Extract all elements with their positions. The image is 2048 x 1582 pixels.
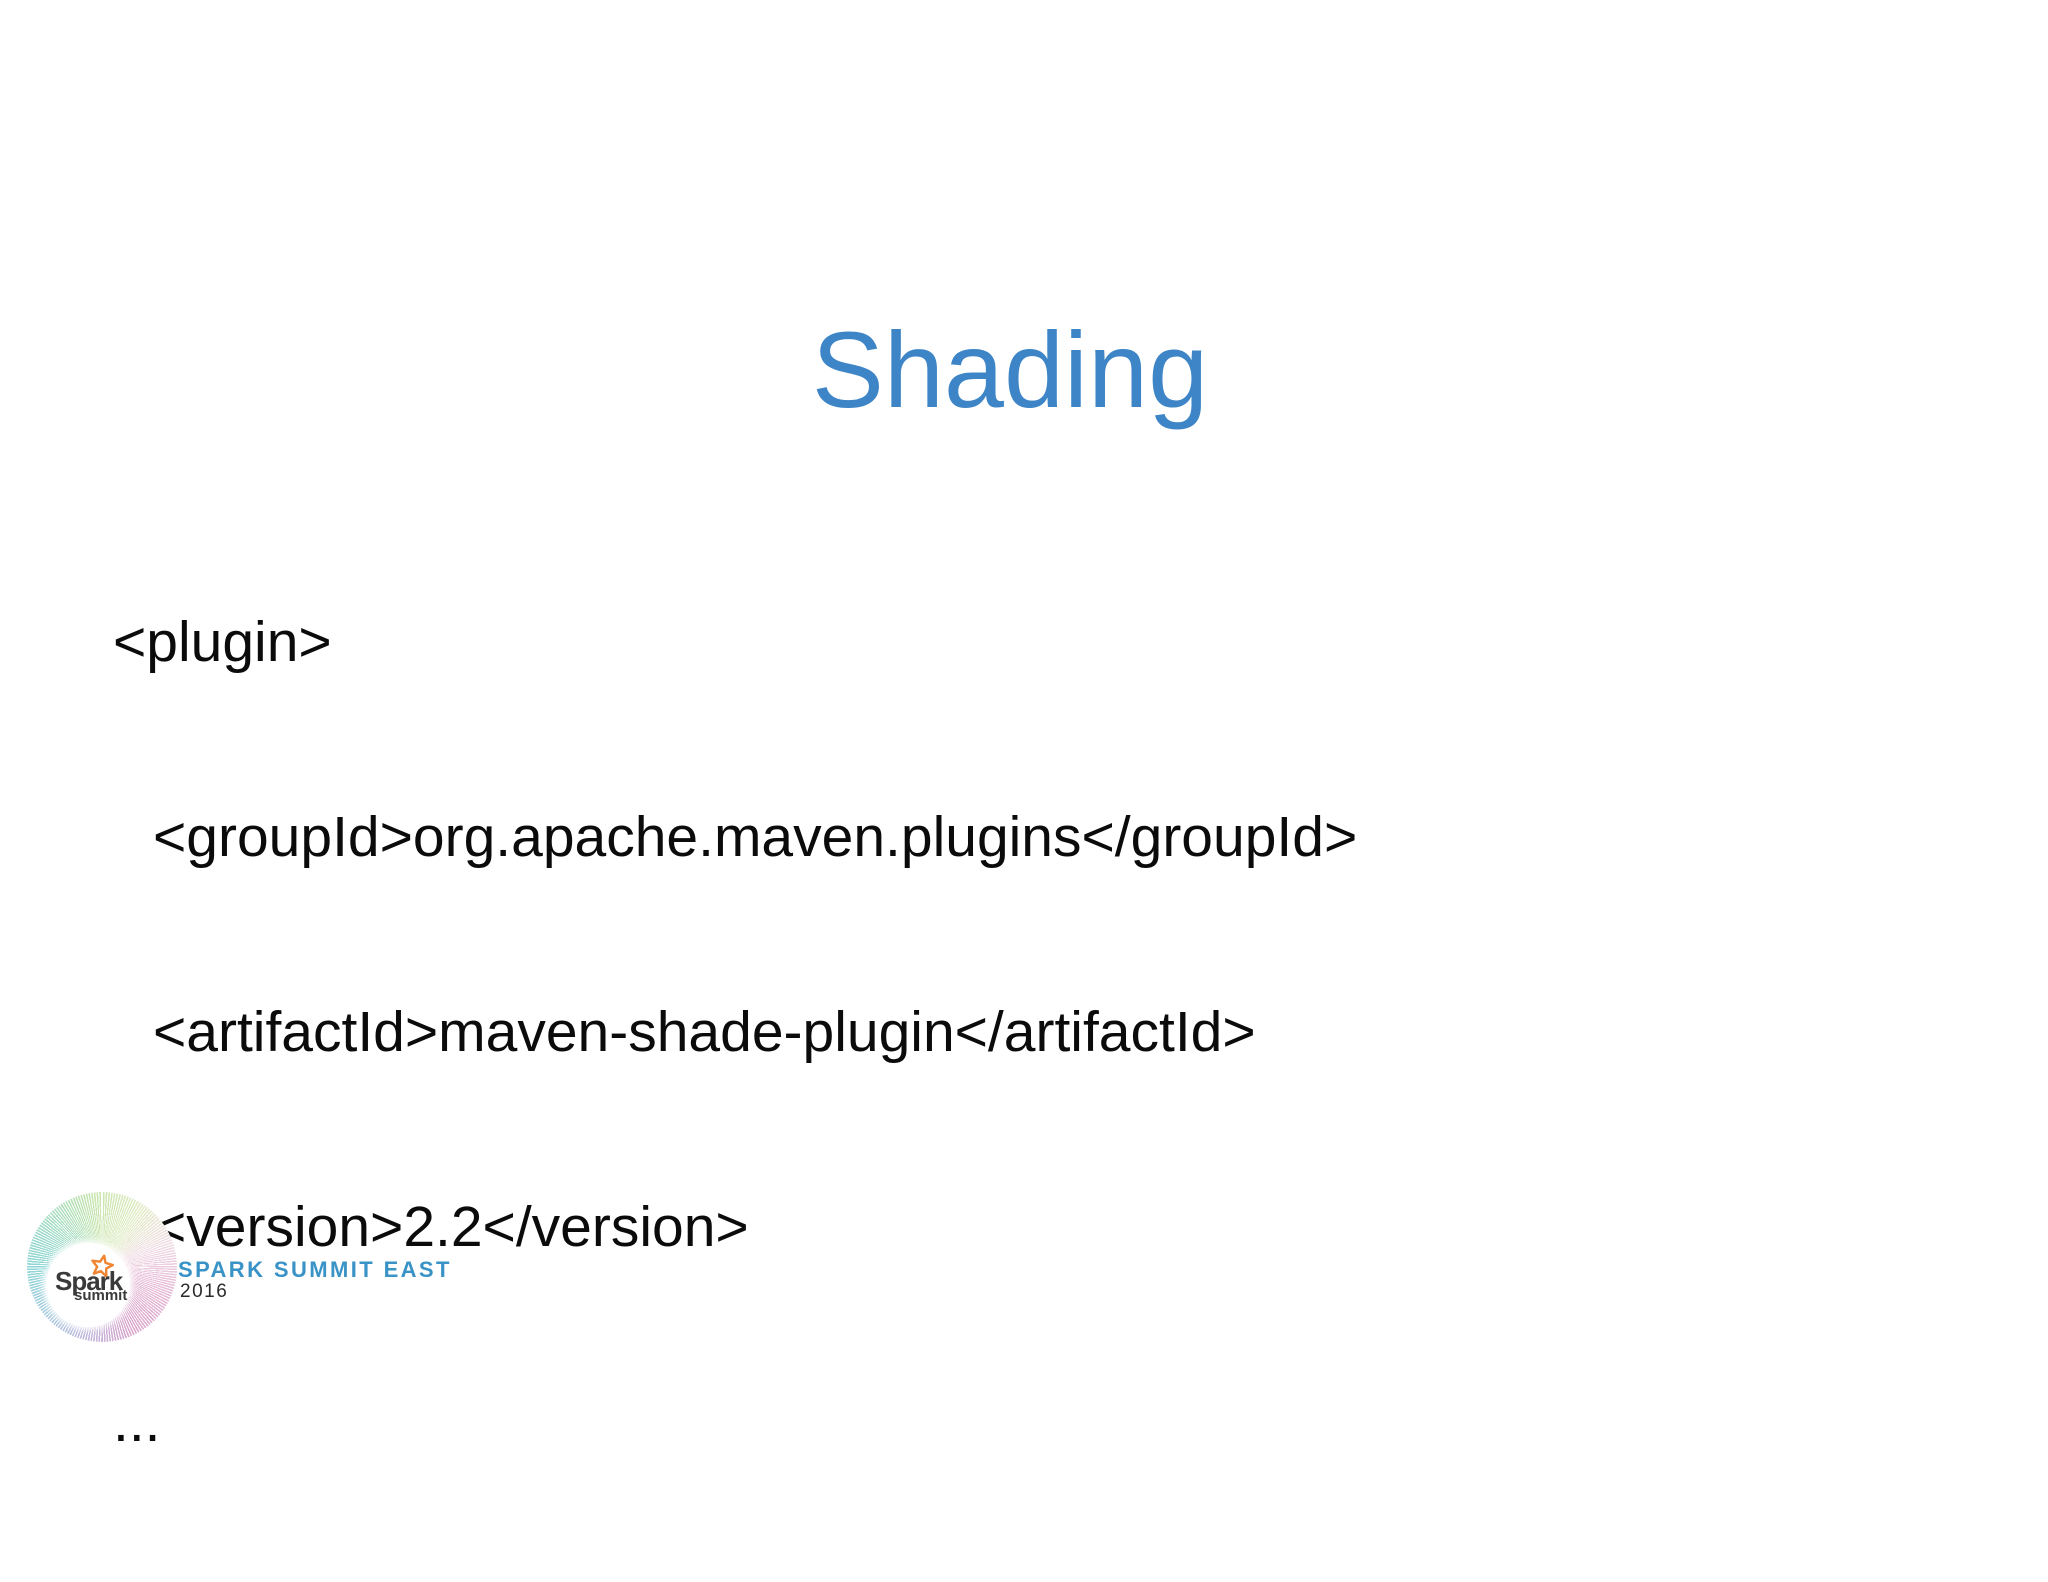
event-year: 2016 xyxy=(180,1281,229,1302)
summit-logo-word: summit xyxy=(74,1287,128,1304)
event-name: SPARK SUMMIT EAST xyxy=(178,1257,452,1282)
code-line: <groupId>org.apache.maven.plugins</group… xyxy=(153,805,1358,869)
star-icon xyxy=(91,1254,115,1278)
spark-logo-word: Spark xyxy=(55,1266,123,1296)
code-line: <artifactId>maven-shade-plugin</artifact… xyxy=(153,1000,1256,1064)
slide-title: Shading xyxy=(811,309,1209,430)
spark-logo-circle xyxy=(46,1243,130,1327)
code-line: <version>2.2</version> xyxy=(153,1195,749,1259)
code-block: <plugin> <groupId>org.apache.maven.plugi… xyxy=(113,480,1735,1582)
code-line: ... xyxy=(113,1390,161,1454)
code-line: <plugin> xyxy=(113,610,332,674)
